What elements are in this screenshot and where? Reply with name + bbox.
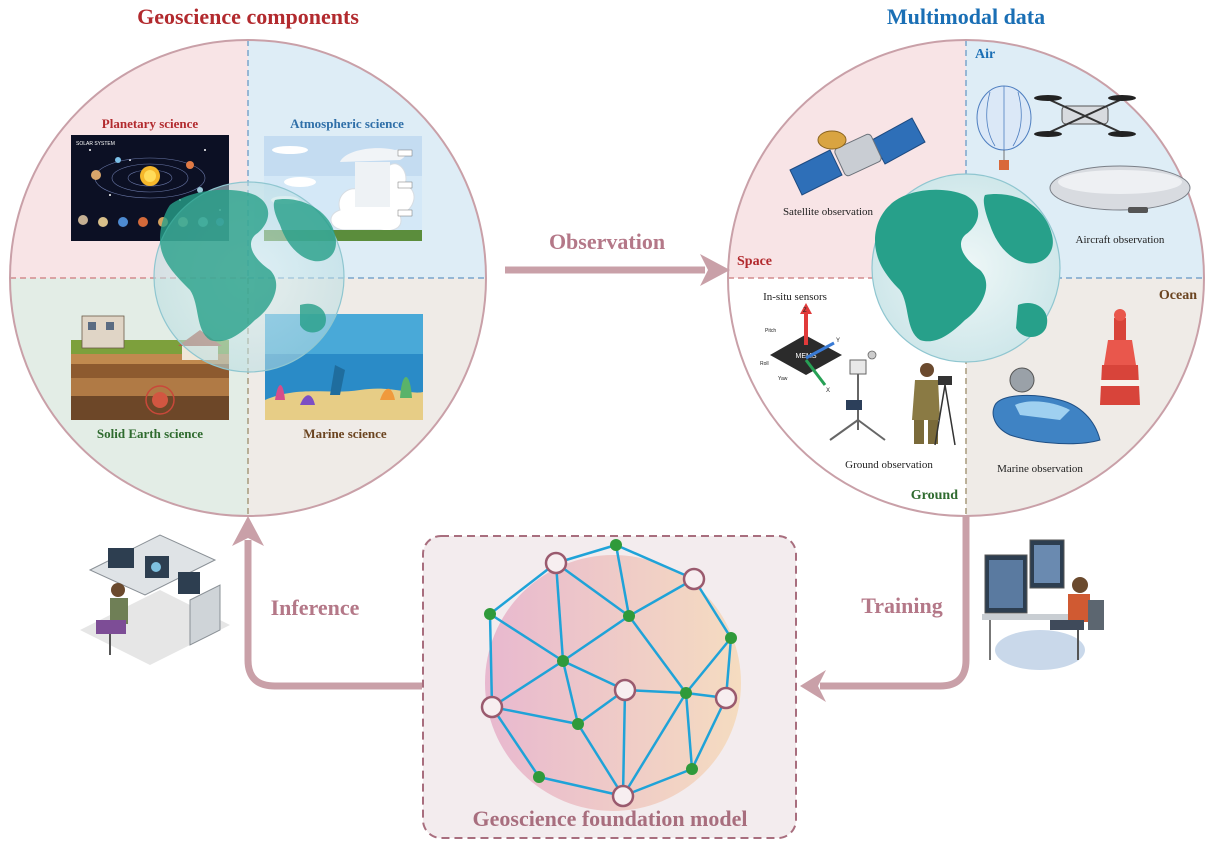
inference-arrow: Inference [232,516,422,690]
globe-icon [153,181,345,373]
space-label: Space [737,254,772,269]
mems-sensor-icon: MEMS Z Y X Pitch Roll Yaw [760,303,842,394]
network-edge [555,561,630,618]
globe-icon [871,173,1061,363]
observation-label: Observation [549,229,665,254]
network-edge [489,612,564,663]
insitu-sensors-label: In-situ sensors [763,291,827,303]
network-edge [621,692,688,797]
network-edge [628,577,695,618]
cloud-diagram-image [264,136,422,241]
foundation-model-box: Geoscience foundation model [422,535,797,839]
geoscience-components-panel: SOLAR SYSTEM [9,4,487,517]
network-hub-node [480,695,504,719]
network-edge [690,697,728,770]
model-sphere [485,555,741,811]
solar-system-label: SOLAR SYSTEM [76,141,115,147]
observation-arrow: Observation [505,229,730,286]
network-hub-node [544,551,568,575]
network-edge [685,637,732,694]
network-node [623,610,635,622]
network-hub-node [613,678,637,702]
network-nodes [480,539,738,808]
network-edge [488,613,494,708]
network-edge [562,614,630,663]
earthquake-cross-section-image [71,315,229,420]
marine-observation-label: Marine observation [997,463,1083,475]
inference-label: Inference [271,595,360,620]
surveyor-icon [912,363,956,446]
network-edge [622,767,693,798]
network-hub-node [611,784,635,808]
network-edge [490,706,541,778]
axis-z-label: Z [803,308,807,314]
network-edge [562,659,626,692]
training-arrow: Training [800,516,970,702]
multimodal-data-panel: Satellite observation Aircraft observati… [727,4,1205,517]
network-edge [615,543,695,581]
network-node [610,539,622,551]
network-node [680,687,692,699]
network-edge [627,615,688,694]
network-node [557,655,569,667]
weather-balloon-icon [976,85,1032,170]
researcher-workstation-icon [982,539,1104,670]
solid-earth-science-label: Solid Earth science [97,426,203,441]
marine-science-label: Marine science [303,426,387,441]
network-edges [488,543,733,798]
network-node [686,763,698,775]
axis-x-label: X [826,388,830,394]
network-node [572,718,584,730]
network-node [725,632,737,644]
network-edge [576,723,625,797]
planetary-science-label: Planetary science [102,116,199,131]
ground-label: Ground [911,488,958,503]
network-edge [614,544,631,617]
network-edge [489,562,557,615]
network-hub-node [682,567,706,591]
network-node [533,771,545,783]
network-edge [554,562,565,662]
air-label: Air [975,47,995,62]
ground-observation-label: Ground observation [845,459,933,471]
aircraft-observation-label: Aircraft observation [1076,234,1165,246]
network-edge [621,689,627,797]
network-edge [538,775,624,798]
atmospheric-science-label: Atmospheric science [290,116,404,131]
network-edge [491,705,579,726]
axis-y-label: Y [836,338,840,344]
network-edge [692,578,733,639]
weather-station-icon [829,350,886,441]
hovercraft-icon [992,367,1101,445]
network-edge [684,692,694,770]
network-edge [491,659,564,709]
satellite-observation-label: Satellite observation [783,206,874,218]
axis-yaw-label: Yaw [778,376,788,382]
training-label: Training [861,593,943,618]
foundation-model-label: Geoscience foundation model [473,806,748,831]
multimodal-data-title: Multimodal data [887,4,1045,29]
airship-icon [1049,165,1191,213]
buoy-icon [1100,309,1140,405]
analyst-workstation-icon [80,534,230,665]
axis-pitch-label: Pitch [765,328,776,334]
axis-roll-label: Roll [760,361,769,367]
drone-icon [1034,95,1136,137]
ocean-label: Ocean [1159,288,1197,303]
network-edge [561,660,580,725]
network-node [484,608,496,620]
satellite-icon [789,117,926,196]
network-hub-node [714,686,738,710]
geoscience-components-title: Geoscience components [137,4,359,29]
